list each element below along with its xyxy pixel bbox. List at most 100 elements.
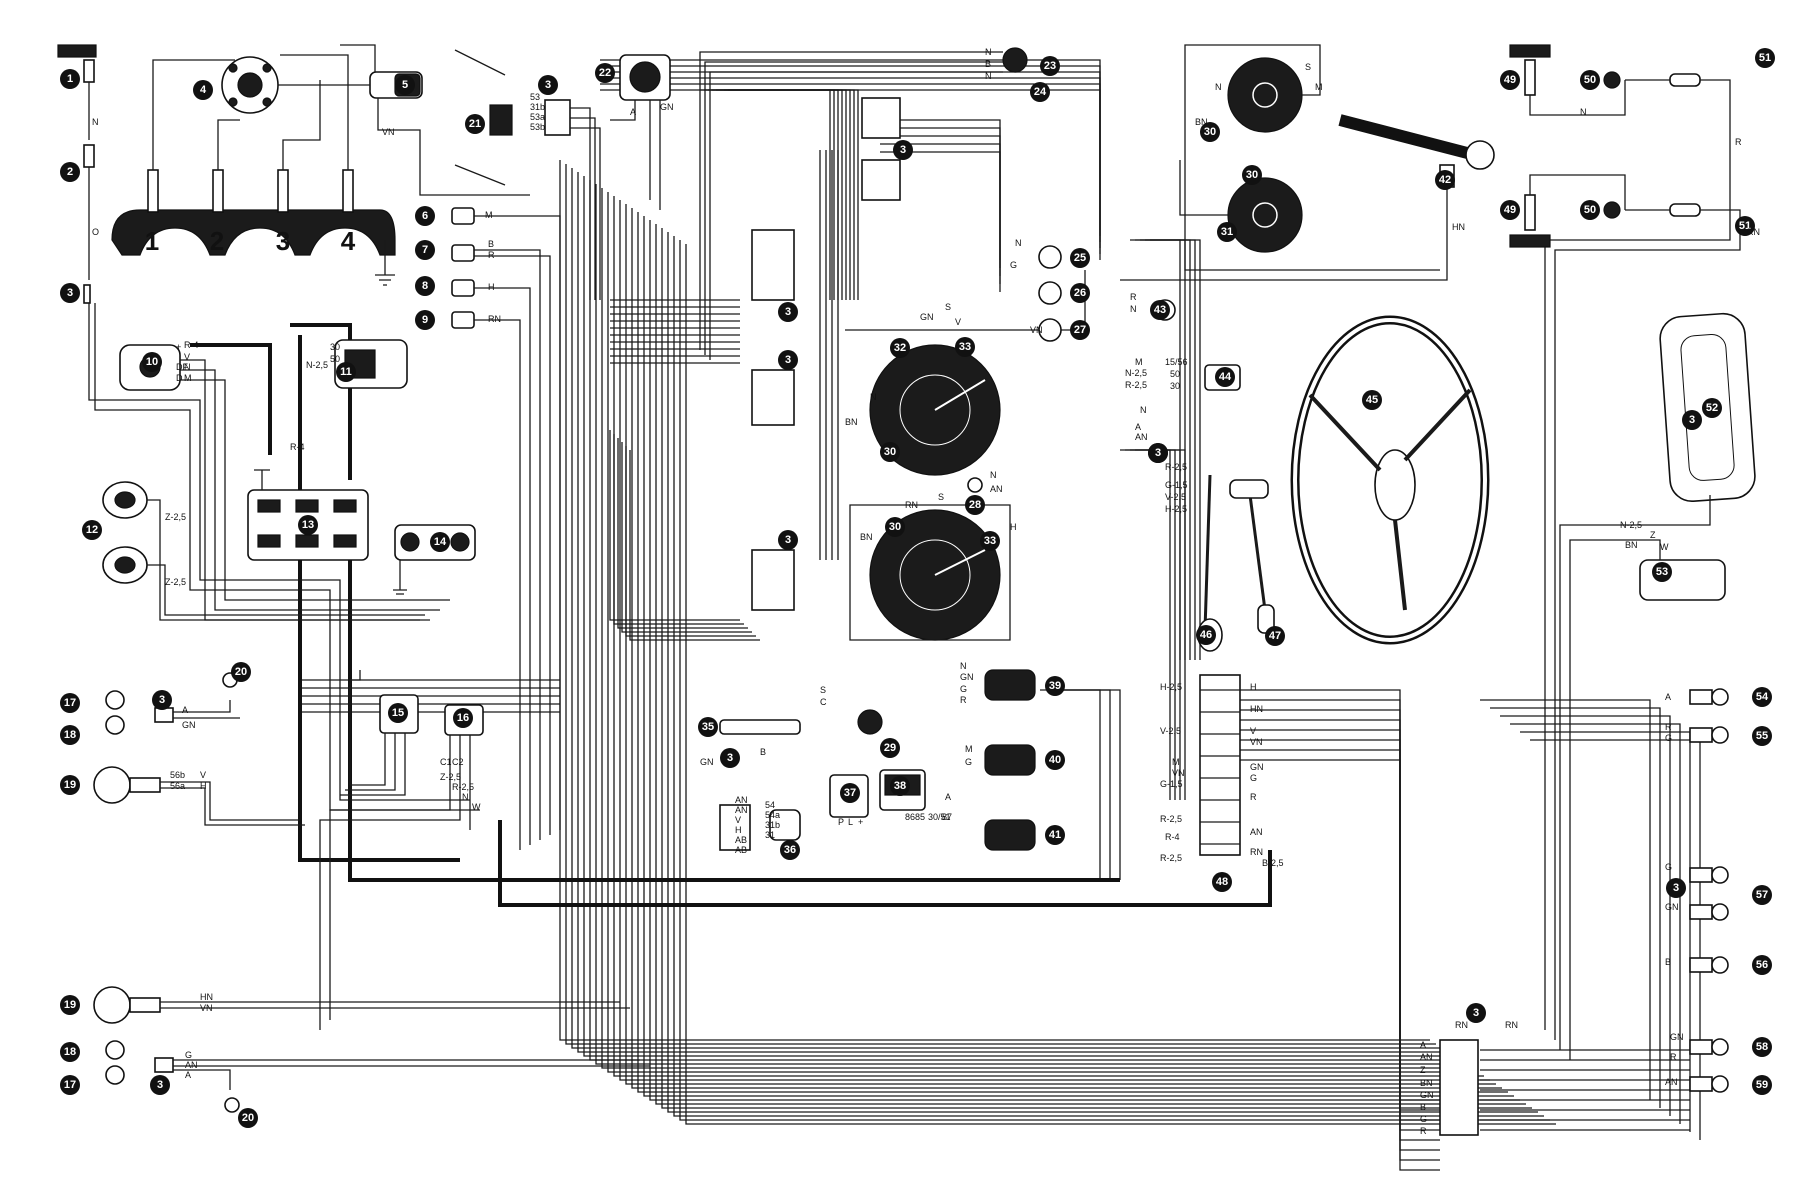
ignition-lock — [857, 709, 883, 735]
svg-text:3: 3 — [727, 752, 733, 764]
wire-label-w_h48: H-2,5 — [1160, 682, 1182, 692]
wire-label-w_a22: A — [630, 107, 636, 117]
callout-c39: 39 — [1045, 676, 1065, 696]
harness-wire — [607, 192, 1478, 1073]
callout-c40: 40 — [1045, 750, 1065, 770]
wire-label-w_h25: H-2,5 — [1165, 504, 1187, 514]
wire-label-w_z25b: Z-2,5 — [165, 577, 186, 587]
wire-label-w_50b: 50 — [1170, 369, 1180, 379]
wire-label-w_ab36: AB — [735, 835, 747, 845]
callout-c53: 53 — [1652, 562, 1672, 582]
callout-c32: 32 — [890, 338, 910, 358]
wire-label-w_h48r: H — [1250, 682, 1257, 692]
wire-label-w_b23: B — [985, 59, 991, 69]
svg-text:5: 5 — [402, 79, 408, 91]
svg-text:56: 56 — [1756, 959, 1768, 971]
wire-label-w_p37: P — [838, 817, 844, 827]
svg-text:14: 14 — [434, 536, 447, 548]
wire-label-w_rn3b: RN — [1505, 1020, 1518, 1030]
wire-label-w_gn32: GN — [920, 312, 934, 322]
wire-label-w_vn27: VN — [1030, 325, 1043, 335]
wire-label-w_z25a: Z-2,5 — [165, 512, 186, 522]
svg-text:29: 29 — [884, 742, 896, 754]
svg-text:22: 22 — [599, 67, 611, 79]
svg-text:11: 11 — [340, 366, 352, 378]
wire-label-w_an45: AN — [1135, 432, 1148, 442]
callout-c41: 41 — [1045, 825, 1065, 845]
wire-label-w_r25a: R-2,5 — [452, 782, 474, 792]
wire-label-w_bn30: BN — [1195, 117, 1208, 127]
harness-wire — [1150, 239, 1201, 660]
wire-label-w_3051: 30/51 — [928, 812, 951, 822]
wire-label-w_gn_r: GN — [1420, 1090, 1434, 1100]
harness-wire — [625, 446, 756, 637]
callout-c3g: 3 — [720, 748, 740, 768]
svg-text:49: 49 — [1504, 204, 1516, 216]
temperature-gauge — [1179, 160, 1303, 253]
rear-window-heater — [1559, 312, 1756, 1050]
wire-label-w_n39: N — [960, 661, 967, 671]
wire-label-w_r4a: R-4 — [184, 340, 199, 350]
wire-label-w_g18: G — [185, 1050, 192, 1060]
wire-label-w_gn22: GN — [660, 102, 674, 112]
svg-text:41: 41 — [1049, 829, 1061, 841]
harness-wire — [625, 204, 1496, 1085]
svg-text:10: 10 — [146, 356, 158, 368]
wiper-switch-connector — [719, 804, 801, 851]
wire-label-w_54a: 54a — [765, 810, 780, 820]
callout-c42: 42 — [1435, 170, 1455, 190]
callout-c51b: 51 — [1735, 216, 1755, 236]
wire-label-w_a17: A — [182, 705, 188, 715]
wire-label-w_g57: G — [1665, 862, 1672, 872]
callout-c16: 16 — [453, 708, 473, 728]
callout-c2: 2 — [60, 162, 80, 182]
svg-text:59: 59 — [1756, 1079, 1768, 1091]
wire-label-w_d: D — [176, 373, 183, 383]
wire-label-w_53: 53 — [530, 92, 540, 102]
harness-wire — [1135, 449, 1186, 800]
wire-label-w_b_r: B — [1420, 1102, 1426, 1112]
svg-text:2: 2 — [67, 166, 73, 178]
wire-label-w_31b2: 31b — [530, 102, 545, 112]
callout-c14: 14 — [430, 532, 450, 552]
svg-text:53: 53 — [1656, 566, 1668, 578]
harness-wire — [1040, 689, 1101, 880]
wire-label-w_b56: B — [1665, 957, 1671, 967]
wire-label-w_bn32: BN — [845, 417, 858, 427]
wire-label-w_n23b: N — [985, 71, 992, 81]
svg-text:17: 17 — [64, 697, 76, 709]
svg-text:1: 1 — [67, 73, 73, 85]
svg-text:3: 3 — [157, 1079, 163, 1091]
wire-label-w_v48: V-2,5 — [1160, 726, 1181, 736]
svg-text:55: 55 — [1756, 730, 1768, 742]
harness-wire — [565, 164, 1436, 1045]
svg-text:47: 47 — [1269, 630, 1281, 642]
svg-text:39: 39 — [1049, 680, 1061, 692]
wire-label-w_n25: N — [1015, 238, 1022, 248]
battery-cables — [190, 323, 1272, 907]
callout-c20b: 20 — [238, 1108, 258, 1128]
wire-label-w_df: DF — [176, 362, 188, 372]
harness-wire — [649, 220, 1520, 1101]
wire-label-w_bn33: BN — [860, 532, 873, 542]
svg-text:3: 3 — [159, 694, 165, 706]
wire-label-w_30: 30 — [330, 342, 340, 352]
fuse-box — [1199, 674, 1241, 856]
callout-c29: 29 — [880, 738, 900, 758]
harness-wire — [1500, 715, 1671, 1116]
callout-c30a: 30 — [1200, 122, 1220, 142]
callout-c57: 57 — [1752, 885, 1772, 905]
callout-c3a: 3 — [60, 283, 80, 303]
fuel-pump — [610, 54, 671, 210]
callout-c3l: 3 — [1666, 878, 1686, 898]
wire-label-w_n25c: N-2,5 — [1620, 520, 1642, 530]
svg-text:33: 33 — [984, 535, 996, 547]
svg-text:26: 26 — [1074, 287, 1086, 299]
svg-text:8: 8 — [422, 280, 428, 292]
svg-text:3: 3 — [1155, 447, 1161, 459]
harness-wire — [609, 430, 740, 621]
wire-label-w_gn48r: GN — [1250, 762, 1264, 772]
svg-text:35: 35 — [702, 721, 714, 733]
wire-label-w_87: 87 — [942, 812, 952, 822]
